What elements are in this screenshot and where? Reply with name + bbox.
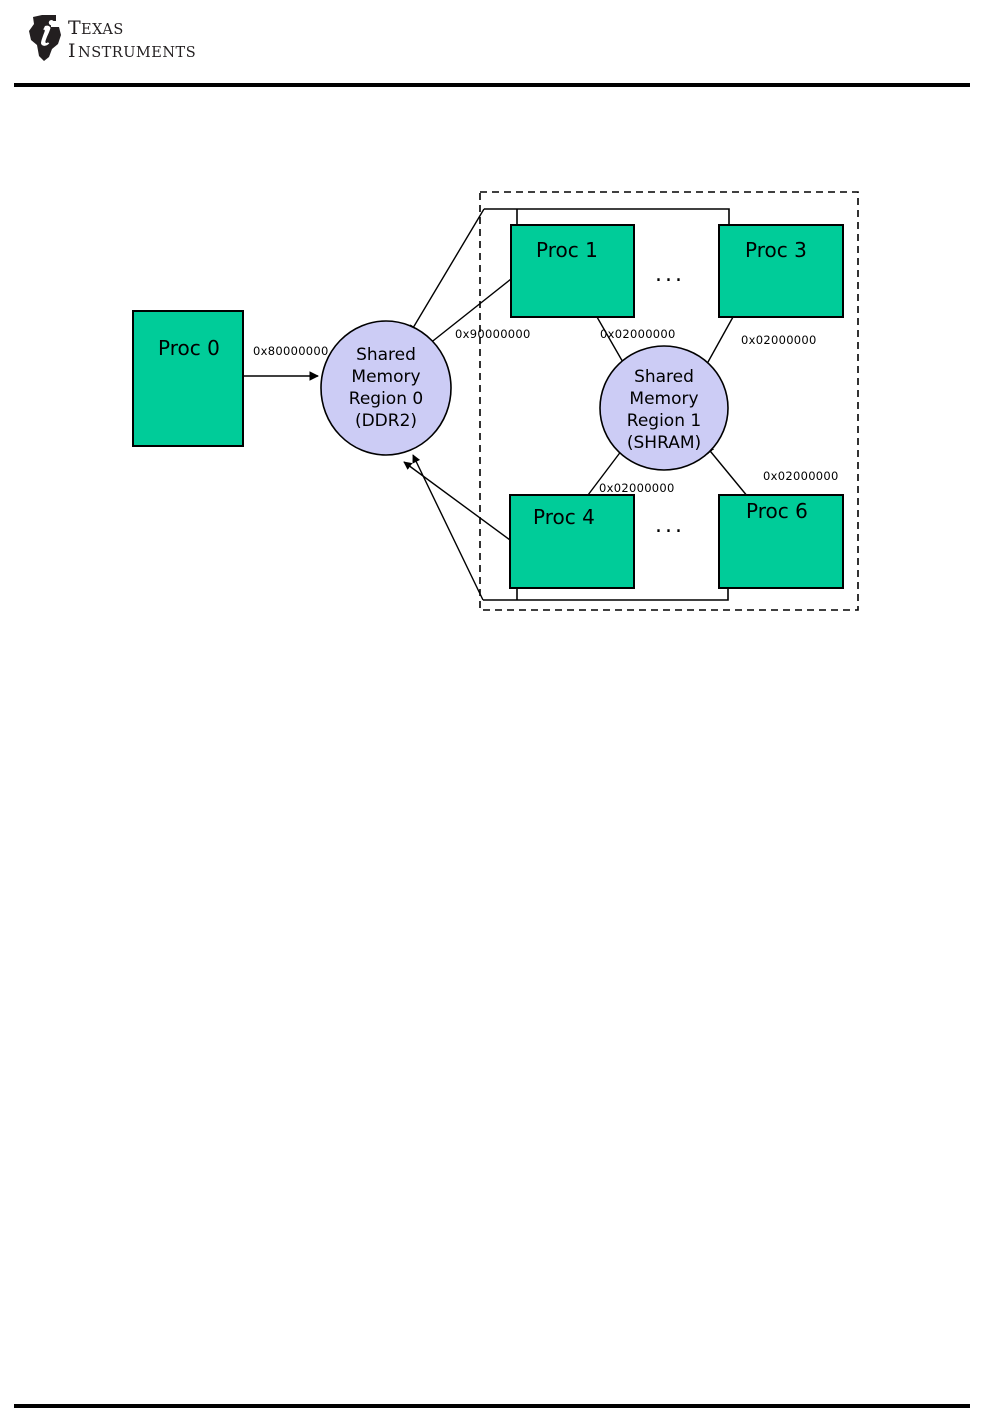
memory-region-region0[interactable]: [320, 320, 452, 456]
edge-group-bottom-region0: [412, 454, 484, 601]
ti-wordmark: T EXAS I NSTRUMENTS: [68, 17, 196, 62]
edge-proc1-region0: [423, 278, 512, 349]
svg-text:EXAS: EXAS: [81, 22, 124, 38]
footer-rule: [14, 1404, 970, 1408]
proc-box-proc3[interactable]: [718, 224, 844, 318]
edge-proc4-region1: [587, 445, 626, 496]
proc-box-proc6[interactable]: [718, 494, 844, 589]
svg-text:I: I: [68, 40, 76, 62]
ti-texas-logo-icon: [29, 15, 61, 61]
multicore-group-box: [479, 191, 859, 611]
svg-text:T: T: [68, 17, 81, 39]
proc-box-proc1[interactable]: [510, 224, 635, 318]
edge-proc4-region0: [403, 461, 511, 541]
ti-logo: T EXAS I NSTRUMENTS: [18, 12, 198, 64]
proc-box-proc0[interactable]: [132, 310, 244, 447]
edge-group-top-region0: [409, 208, 485, 334]
memory-region-region1[interactable]: [599, 345, 729, 471]
header-rule: [14, 83, 970, 87]
svg-text:NSTRUMENTS: NSTRUMENTS: [78, 45, 196, 61]
edge-proc6-region1: [705, 445, 749, 498]
group-top-bus: [484, 208, 730, 225]
proc-box-proc4[interactable]: [509, 494, 635, 589]
group-bottom-bus: [483, 588, 729, 601]
